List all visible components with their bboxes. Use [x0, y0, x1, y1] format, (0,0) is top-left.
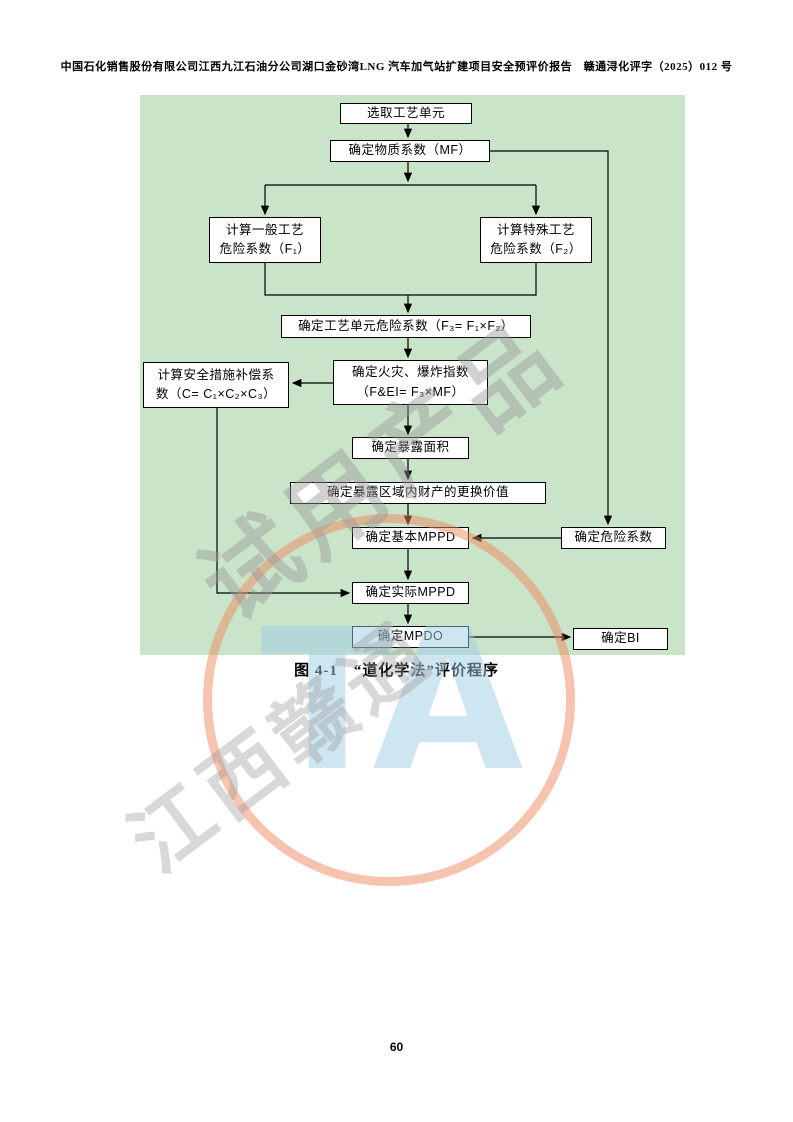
node-fire-explosion-index: 确定火灾、爆炸指数 （F&EI= F₃×MF）: [333, 360, 488, 405]
node-safety-compensation-factor-line2: 数（C= C₁×C₂×C₃）: [155, 387, 277, 401]
node-special-process-hazard: 计算特殊工艺 危险系数（F₂）: [480, 217, 592, 263]
node-actual-mppd-label: 确定实际MPPD: [365, 585, 456, 600]
node-safety-compensation-factor-line1: 计算安全措施补偿系: [157, 367, 275, 382]
node-danger-factor: 确定危险系数: [561, 527, 666, 549]
flowchart-arrows: [216, 124, 613, 642]
node-danger-factor-label: 确定危险系数: [574, 530, 653, 545]
node-actual-mppd: 确定实际MPPD: [352, 582, 469, 604]
node-base-mppd-label: 确定基本MPPD: [365, 530, 456, 545]
node-general-process-hazard-line2: 危险系数（F₁）: [219, 242, 311, 256]
node-fire-explosion-index-line1: 确定火灾、爆炸指数: [351, 365, 469, 380]
flowchart-figure: 选取工艺单元 确定物质系数（MF） 计算一般工艺 危险系数（F₁） 计算特殊工艺…: [140, 95, 685, 655]
node-base-mppd: 确定基本MPPD: [352, 527, 469, 549]
node-unit-hazard-factor: 确定工艺单元危险系数（F₃= F₁×F₂）: [281, 315, 531, 338]
node-fire-explosion-index-line2: （F&EI= F₃×MF）: [356, 384, 465, 399]
node-material-factor-label: 确定物质系数（MF）: [348, 143, 472, 158]
node-mpdo-label: 确定MPDO: [377, 629, 444, 644]
node-exposure-area: 确定暴露面积: [352, 437, 469, 459]
node-exposure-area-label: 确定暴露面积: [371, 440, 450, 455]
figure-caption: 图 4-1 “道化学法”评价程序: [294, 663, 499, 679]
node-bi-label: 确定BI: [601, 631, 640, 646]
node-special-process-hazard-line2: 危险系数（F₂）: [490, 242, 582, 256]
node-special-process-hazard-line1: 计算特殊工艺: [496, 222, 575, 237]
node-general-process-hazard-line1: 计算一般工艺: [225, 222, 304, 237]
node-select-unit: 选取工艺单元: [340, 103, 472, 124]
node-bi: 确定BI: [573, 628, 668, 650]
node-general-process-hazard: 计算一般工艺 危险系数（F₁）: [209, 217, 321, 263]
node-replacement-value: 确定暴露区域内财产的更换价值: [290, 482, 546, 504]
node-safety-compensation-factor: 计算安全措施补偿系 数（C= C₁×C₂×C₃）: [143, 362, 289, 408]
page-header: 中国石化销售股份有限公司江西九江石油分公司湖口金砂湾LNG 汽车加气站扩建项目安…: [60, 61, 733, 73]
node-select-unit-label: 选取工艺单元: [366, 105, 445, 120]
node-unit-hazard-factor-label: 确定工艺单元危险系数（F₃= F₁×F₂）: [298, 318, 514, 333]
node-mpdo: 确定MPDO: [352, 626, 469, 648]
node-material-factor: 确定物质系数（MF）: [330, 140, 490, 162]
node-replacement-value-label: 确定暴露区域内财产的更换价值: [326, 485, 509, 500]
page-number: 60: [389, 1040, 404, 1054]
